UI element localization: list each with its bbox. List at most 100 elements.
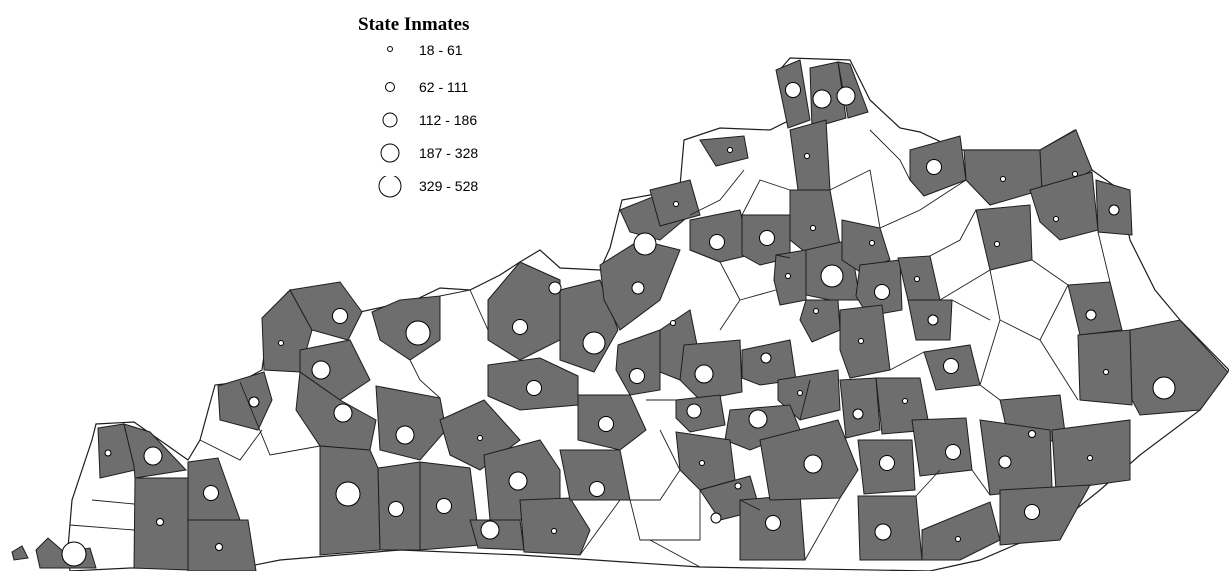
symbol-18-61 bbox=[699, 460, 705, 466]
symbol-18-61 bbox=[156, 518, 164, 526]
county-polygon bbox=[1077, 329, 1133, 406]
symbol-112-186 bbox=[945, 444, 961, 460]
county-polygon bbox=[519, 497, 591, 556]
symbol-18-61 bbox=[785, 273, 791, 279]
symbol-18-61 bbox=[858, 338, 864, 344]
symbol-18-61 bbox=[734, 482, 742, 490]
symbol-62-111 bbox=[927, 314, 939, 326]
legend-label: 18 - 61 bbox=[419, 42, 463, 58]
symbol-329-528 bbox=[582, 331, 606, 355]
county-polygon bbox=[911, 417, 973, 477]
county-lines bbox=[69, 129, 1111, 568]
symbol-112-186 bbox=[1024, 504, 1040, 520]
symbol-112-186 bbox=[203, 485, 219, 501]
county-polygon bbox=[839, 377, 881, 439]
symbol-112-186 bbox=[526, 380, 542, 396]
symbol-18-61 bbox=[104, 449, 112, 457]
county-polygon bbox=[615, 329, 661, 396]
symbol-112-186 bbox=[436, 498, 452, 514]
inmate-symbols bbox=[61, 82, 1176, 567]
legend-label: 62 - 111 bbox=[419, 79, 469, 95]
legend-symbol-large bbox=[350, 176, 410, 209]
symbol-62-111 bbox=[1085, 309, 1097, 321]
symbol-18-61 bbox=[955, 536, 961, 542]
map-legend: State Inmates 18 - 61 62 - 111 112 - 186… bbox=[350, 14, 560, 209]
symbol-18-61 bbox=[670, 320, 676, 326]
legend-label: 187 - 328 bbox=[419, 145, 479, 161]
county-polygon bbox=[289, 281, 363, 341]
symbol-18-61 bbox=[869, 240, 875, 246]
legend-symbol-medium-large bbox=[350, 143, 410, 176]
symbol-18-61 bbox=[1087, 455, 1093, 461]
symbol-112-186 bbox=[388, 501, 404, 517]
symbol-62-111 bbox=[998, 455, 1012, 469]
legend-item: 18 - 61 bbox=[350, 42, 560, 77]
county-polygon bbox=[979, 419, 1053, 496]
symbol-187-328 bbox=[694, 364, 714, 384]
symbol-18-61 bbox=[727, 147, 733, 153]
symbol-18-61 bbox=[810, 225, 816, 231]
legend-item: 62 - 111 bbox=[350, 77, 560, 110]
symbol-62-111 bbox=[760, 352, 772, 364]
symbol-187-328 bbox=[333, 403, 353, 423]
symbol-18-61 bbox=[1103, 369, 1109, 375]
symbol-187-328 bbox=[311, 360, 331, 380]
symbol-187-328 bbox=[874, 523, 892, 541]
legend-label: 112 - 186 bbox=[419, 112, 478, 128]
symbol-112-186 bbox=[512, 319, 528, 335]
symbol-187-328 bbox=[836, 86, 856, 106]
legend-label: 329 - 528 bbox=[419, 178, 479, 194]
symbol-329-528 bbox=[1152, 376, 1176, 400]
symbol-62-111 bbox=[1108, 204, 1120, 216]
county-polygon bbox=[999, 484, 1091, 546]
symbol-187-328 bbox=[748, 409, 768, 429]
symbol-112-186 bbox=[332, 308, 348, 324]
legend-item: 329 - 528 bbox=[350, 176, 560, 209]
symbol-112-186 bbox=[943, 358, 959, 374]
symbol-112-186 bbox=[709, 234, 725, 250]
symbol-112-186 bbox=[598, 416, 614, 432]
symbol-18-61 bbox=[477, 435, 483, 441]
symbol-18-61 bbox=[1053, 216, 1059, 222]
county-polygon bbox=[299, 339, 371, 401]
county-polygon bbox=[839, 304, 891, 379]
symbol-62-111 bbox=[248, 396, 260, 408]
symbol-329-528 bbox=[335, 481, 361, 507]
symbol-112-186 bbox=[926, 159, 942, 175]
county-polygon bbox=[777, 369, 841, 421]
symbol-62-111 bbox=[710, 512, 722, 524]
county-polygon bbox=[1067, 281, 1123, 336]
symbol-329-528 bbox=[61, 541, 87, 567]
symbol-112-186 bbox=[879, 455, 895, 471]
symbol-18-61 bbox=[813, 308, 819, 314]
symbol-112-186 bbox=[686, 403, 702, 419]
symbol-18-61 bbox=[1028, 430, 1036, 438]
symbol-62-111 bbox=[631, 281, 645, 295]
symbol-329-528 bbox=[405, 320, 431, 346]
symbol-18-61 bbox=[804, 153, 810, 159]
symbol-112-186 bbox=[785, 82, 801, 98]
county-polygon bbox=[799, 299, 841, 343]
symbol-187-328 bbox=[143, 446, 163, 466]
symbol-187-328 bbox=[508, 471, 528, 491]
county-polygon bbox=[11, 545, 29, 561]
symbol-18-61 bbox=[215, 543, 223, 551]
legend-title: State Inmates bbox=[358, 14, 470, 35]
symbol-187-328 bbox=[480, 520, 500, 540]
symbol-112-186 bbox=[874, 284, 890, 300]
symbol-18-61 bbox=[673, 201, 679, 207]
symbol-187-328 bbox=[395, 425, 415, 445]
symbol-18-61 bbox=[1072, 171, 1078, 177]
legend-item: 187 - 328 bbox=[350, 143, 560, 176]
symbol-18-61 bbox=[902, 398, 908, 404]
symbol-329-528 bbox=[633, 232, 657, 256]
county-polygon bbox=[217, 371, 273, 431]
symbol-18-61 bbox=[551, 528, 557, 534]
symbol-62-111 bbox=[852, 408, 864, 420]
county-polygon bbox=[375, 385, 447, 461]
symbol-112-186 bbox=[589, 481, 605, 497]
county-polygon bbox=[1129, 319, 1229, 416]
county-polygon bbox=[1029, 171, 1099, 241]
legend-symbol-small-medium bbox=[350, 77, 410, 110]
symbol-112-186 bbox=[759, 230, 775, 246]
